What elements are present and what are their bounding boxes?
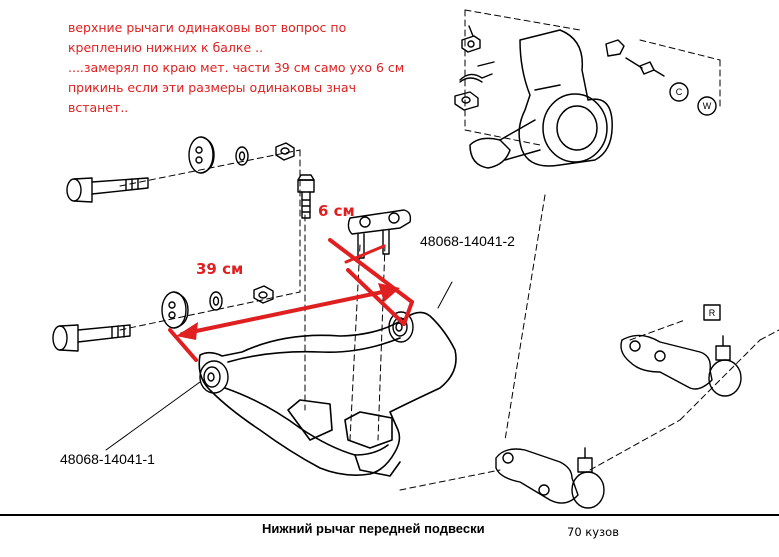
note-line: прикинь если эти размеры одинаковы знач bbox=[68, 80, 356, 95]
upper-nut bbox=[275, 142, 295, 161]
ear-width-label: 6 см bbox=[318, 202, 355, 220]
ball-joint-lower bbox=[495, 447, 605, 509]
ear-width-arrow bbox=[328, 238, 414, 326]
cotter-pin bbox=[459, 61, 495, 83]
lower-nut bbox=[253, 285, 274, 304]
lower-bolt-left bbox=[52, 324, 131, 352]
note-line: ....замерял по краю мет. части 39 см сам… bbox=[68, 60, 405, 75]
knuckle-tag-w bbox=[697, 96, 717, 116]
bushing-left bbox=[199, 360, 229, 394]
knuckle-bolt-top bbox=[461, 25, 481, 53]
knuckle-tag-c-label: C bbox=[676, 87, 683, 97]
bushing-right bbox=[388, 311, 414, 343]
note-line: верхние рычаги одинаковы вот вопрос по bbox=[68, 20, 347, 35]
bracket-plate bbox=[347, 209, 412, 259]
knuckle-tag-c bbox=[669, 82, 689, 102]
upper-bolt-left bbox=[66, 177, 149, 203]
part-leader-lines bbox=[105, 281, 453, 451]
knuckle-tag-w-label: W bbox=[703, 101, 712, 111]
arm-length-label: 39 см bbox=[196, 260, 244, 278]
lower-washer bbox=[209, 291, 223, 311]
lower-control-arm bbox=[198, 311, 457, 477]
note-line: встанет.. bbox=[68, 100, 129, 115]
castle-nut bbox=[454, 91, 479, 111]
diagram-caption: Нижний рычаг передней подвески bbox=[262, 521, 485, 536]
note-line: креплению нижних к балке .. bbox=[68, 40, 264, 55]
ball-joint-upper bbox=[620, 334, 742, 397]
steering-knuckle bbox=[469, 29, 613, 169]
caption-divider bbox=[0, 514, 779, 516]
model-label: 70 кузов bbox=[567, 525, 619, 539]
part-number-left: 48068-14041-1 bbox=[60, 451, 155, 467]
forum-note: верхние рычаги одинаковы вот вопрос по к… bbox=[68, 18, 405, 118]
ball-joint-tag-r bbox=[703, 304, 721, 321]
knuckle-stud-right bbox=[605, 39, 665, 77]
vertical-bolt bbox=[297, 174, 315, 219]
upper-washer bbox=[235, 146, 249, 166]
assembly-guide-lines bbox=[119, 9, 779, 491]
lower-cam-washer bbox=[161, 291, 189, 329]
upper-cam-washer bbox=[188, 136, 215, 174]
part-number-right: 48068-14041-2 bbox=[420, 233, 515, 249]
ball-joint-tag-r-label: R bbox=[709, 308, 716, 318]
